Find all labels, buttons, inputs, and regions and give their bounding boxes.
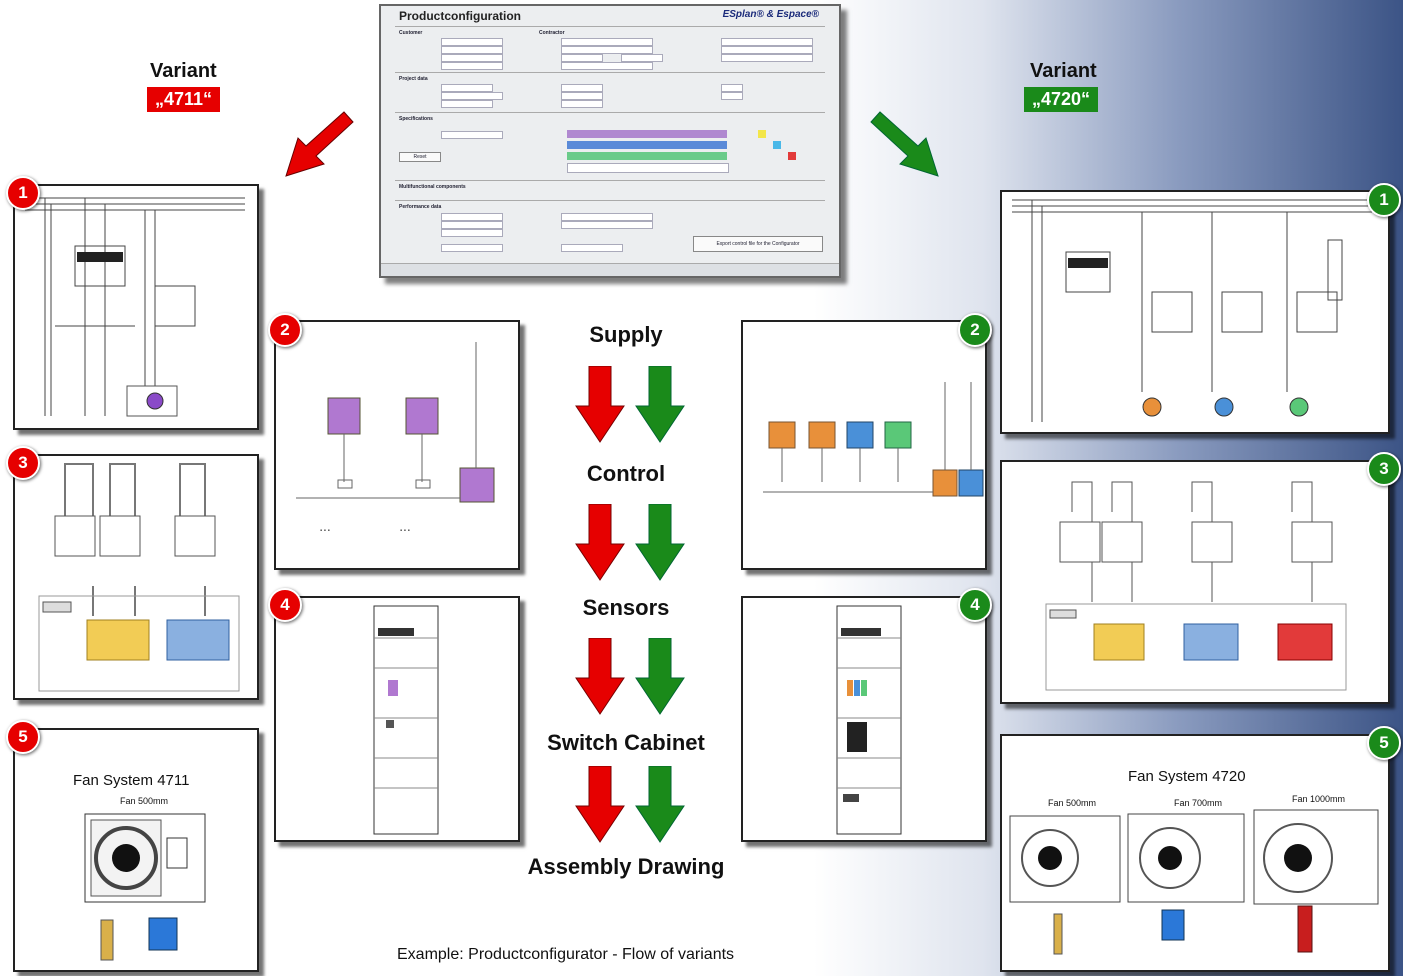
fan-label-500-left: Fan 500mm: [120, 796, 169, 806]
schematic-4711-control: ▪ ▪ ▪ ▪ ▪ ▪: [274, 320, 520, 570]
assembly-4720: Fan System 4720 Fan 500mm Fan 700mm Fan …: [1000, 734, 1390, 972]
variant-right-code: „4720“: [1024, 87, 1099, 112]
configurator-window: Productconfiguration ESplan® & Espace® C…: [379, 4, 841, 278]
contact-field[interactable]: [721, 38, 813, 46]
assembly-4711: Fan System 4711 Fan 500mm: [13, 728, 259, 972]
project-field[interactable]: [721, 84, 743, 92]
down-arrows-3: [575, 638, 685, 715]
customer-field[interactable]: [441, 62, 503, 70]
section-contractor: Contractor: [539, 30, 565, 36]
status-bar: [381, 263, 839, 276]
schematic-4711-sensors: [13, 454, 259, 700]
contact-field[interactable]: [721, 54, 813, 62]
product-range-row-empty[interactable]: [567, 163, 729, 173]
performance-field[interactable]: [441, 213, 503, 221]
section-multifunctional: Multifunctional components: [399, 184, 466, 190]
export-button[interactable]: Export control file for the Configurator: [693, 236, 823, 252]
product-range-row-blue[interactable]: [567, 141, 727, 149]
project-field[interactable]: [441, 92, 503, 100]
contractor-field[interactable]: [561, 38, 653, 46]
configurator-brand: ESplan® & Espace®: [722, 9, 819, 20]
product-range-row-green[interactable]: [567, 152, 727, 160]
badge-right-1: 1: [1367, 183, 1401, 217]
configurator-title: Productconfiguration: [399, 9, 521, 23]
contractor-field[interactable]: [561, 54, 603, 62]
operating-power-field[interactable]: [441, 244, 503, 252]
step-control: Control: [586, 461, 666, 486]
fan-label-500-right: Fan 500mm: [1048, 798, 1097, 808]
caption: Example: Productconfigurator - Flow of v…: [397, 946, 735, 963]
project-field[interactable]: [721, 92, 743, 100]
option-blue[interactable]: [773, 141, 781, 149]
cabinet-4720: [741, 596, 987, 842]
green-diagonal-arrow: [870, 111, 939, 177]
variant-right-label: Variant: [1030, 60, 1097, 82]
project-field[interactable]: [441, 100, 493, 108]
contractor-field[interactable]: [561, 62, 653, 70]
performance-field[interactable]: [441, 221, 503, 229]
down-arrows-2: [575, 504, 685, 581]
contractor-field[interactable]: [621, 54, 663, 62]
schematic-4720-supply: [1000, 190, 1390, 434]
cabinet-4711: [274, 596, 520, 842]
contact-field[interactable]: [721, 46, 813, 54]
option-yellow[interactable]: [758, 130, 766, 138]
variant-left-code: „4711“: [147, 87, 221, 112]
performance-field[interactable]: [561, 221, 653, 229]
schematic-4711-supply: [13, 184, 259, 430]
project-field[interactable]: [561, 100, 603, 108]
customer-field[interactable]: [441, 54, 503, 62]
reset-button[interactable]: Reset: [399, 152, 441, 162]
fan-label-1000-right: Fan 1000mm: [1292, 794, 1346, 804]
option-red[interactable]: [788, 152, 796, 160]
schematic-4720-control: [741, 320, 987, 570]
performance-field[interactable]: [561, 213, 653, 221]
svg-text:▪ ▪ ▪: ▪ ▪ ▪: [400, 528, 410, 534]
customer-field[interactable]: [441, 38, 503, 46]
customer-field[interactable]: [441, 46, 503, 54]
badge-right-3: 3: [1367, 452, 1401, 486]
red-diagonal-arrow: [285, 111, 354, 177]
section-specifications: Specifications: [399, 116, 433, 122]
project-field[interactable]: [561, 84, 603, 92]
svg-text:▪ ▪ ▪: ▪ ▪ ▪: [320, 528, 330, 534]
contractor-field[interactable]: [561, 46, 653, 54]
badge-mid-right-4: 4: [958, 588, 992, 622]
down-arrows-1: [575, 366, 685, 443]
fan-system-4720-title: Fan System 4720: [1128, 768, 1246, 785]
step-switch-cabinet: Switch Cabinet: [547, 730, 705, 755]
section-performance: Performance data: [399, 204, 442, 210]
performance-field[interactable]: [441, 229, 503, 237]
down-arrows-4: [575, 766, 685, 843]
step-supply: Supply: [589, 322, 663, 347]
badge-mid-right-2: 2: [958, 313, 992, 347]
section-project: Project data: [399, 76, 428, 82]
variant-left-label: Variant: [150, 60, 217, 82]
badge-mid-left-2: 2: [268, 313, 302, 347]
step-assembly-drawing: Assembly Drawing: [527, 854, 725, 879]
badge-right-5: 5: [1367, 726, 1401, 760]
total-hedging-field[interactable]: [561, 244, 623, 252]
product-range-row-purple[interactable]: [567, 130, 727, 138]
section-customer: Customer: [399, 30, 423, 36]
product-range-field[interactable]: [441, 131, 503, 139]
badge-left-3: 3: [6, 446, 40, 480]
fan-system-4711-title: Fan System 4711: [73, 772, 190, 789]
fan-label-700-right: Fan 700mm: [1174, 798, 1223, 808]
step-sensors: Sensors: [582, 595, 670, 620]
badge-mid-left-4: 4: [268, 588, 302, 622]
schematic-4720-sensors: [1000, 460, 1390, 704]
project-field[interactable]: [561, 92, 603, 100]
badge-left-5: 5: [6, 720, 40, 754]
badge-left-1: 1: [6, 176, 40, 210]
project-field[interactable]: [441, 84, 493, 92]
